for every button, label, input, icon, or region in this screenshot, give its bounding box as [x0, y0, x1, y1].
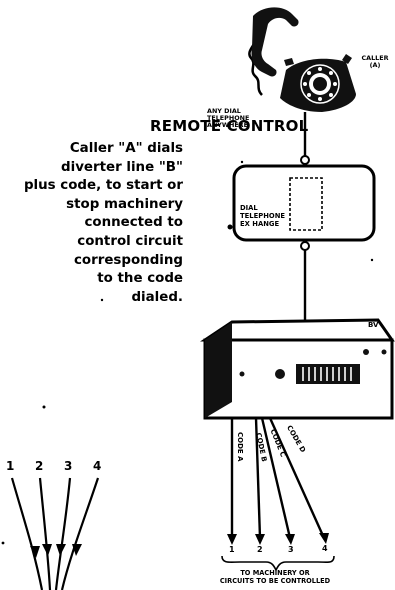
bottom-caption-line: TO MACHINERY OR [240, 569, 310, 577]
caller-label-line: CALLER [361, 54, 389, 62]
caption-line: plus code, to start or [23, 178, 183, 194]
circuit-number: 4 [322, 544, 328, 553]
code-label-a: CODE A [236, 432, 244, 462]
caption-line: connected to [84, 215, 183, 231]
left-fan-arrows [30, 544, 82, 558]
any-dial-line: ANY DIAL [207, 107, 241, 115]
circuits-bracket [221, 555, 335, 572]
connector-bottom [300, 241, 310, 251]
telephone-icon [248, 7, 356, 112]
diagram-title: REMOTE CONTROL [150, 117, 309, 135]
circuit-arrows [227, 533, 329, 545]
left-number: 4 [93, 459, 102, 473]
caption-line: Caller "A" dials [69, 141, 183, 156]
device-mark: BV [368, 321, 379, 329]
circuit-lines [230, 417, 326, 539]
left-number: 1 [6, 459, 15, 473]
any-dial-line: TELEPHONE [207, 114, 250, 123]
caption-line: dialed. [131, 289, 183, 305]
left-number: 3 [64, 459, 73, 473]
caption-paragraph: Caller "A" dials diverter line "B" plus … [3, 140, 183, 307]
circuit-number: 2 [257, 545, 263, 554]
circuit-number: 1 [229, 545, 235, 554]
control-device [200, 318, 395, 420]
caption-line: stop machinery [66, 196, 183, 212]
dial-box-label: DIAL TELEPHONE EX HANGE [240, 204, 285, 228]
caption-line: control circuit [77, 233, 183, 249]
caption-line: to the code [97, 271, 183, 287]
any-dial-line: ANYWHERE [207, 121, 248, 130]
dial-box-line: EX HANGE [240, 220, 280, 228]
left-number: 2 [35, 459, 44, 473]
any-dial-label: ANY DIAL TELEPHONE ANYWHERE [207, 107, 250, 130]
connector-top [300, 155, 310, 165]
dial-box-line: DIAL [240, 204, 258, 212]
circuit-number: 3 [288, 545, 294, 554]
caption-line: diverter line "B" [61, 159, 183, 175]
bottom-caption-line: CIRCUITS TO BE CONTROLLED [219, 576, 331, 585]
caller-label-line: (A) [369, 61, 381, 70]
dial-exchange-box [232, 164, 376, 242]
caller-label: CALLER (A) [355, 54, 395, 70]
caption-line: corresponding [73, 252, 183, 268]
dial-box-line: TELEPHONE [240, 212, 286, 220]
bottom-caption: TO MACHINERY OR CIRCUITS TO BE CONTROLLE… [205, 569, 345, 585]
left-fan-lines [10, 477, 100, 590]
